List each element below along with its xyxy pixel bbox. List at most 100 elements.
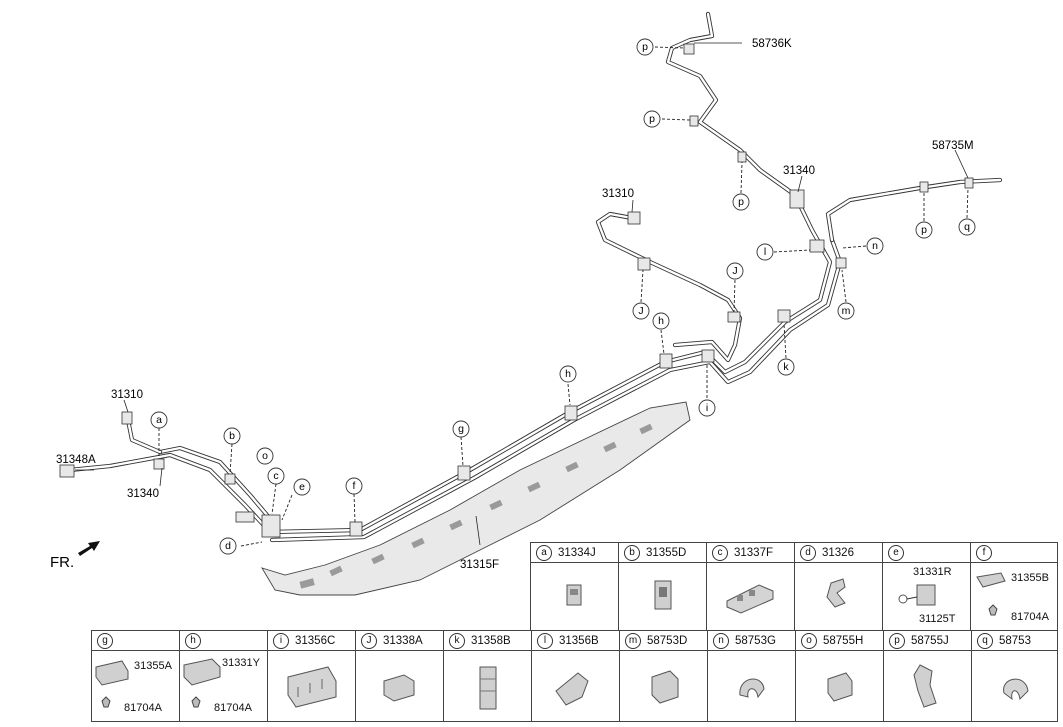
legend-part-number: 31356B <box>559 634 599 647</box>
svg-text:p: p <box>649 113 655 125</box>
callouts: a b o c e d f g h h i J J k l n m p p p … <box>150 38 976 555</box>
callout-o: o <box>256 447 274 465</box>
part-label-31310-mid: 31310 <box>602 188 634 200</box>
svg-text:k: k <box>783 361 789 373</box>
callout-p-3: p <box>732 193 750 211</box>
legend-letter: f <box>976 544 992 561</box>
clip-31331Y-icon <box>183 658 221 708</box>
legend-part-number: 58753 <box>999 634 1031 647</box>
legend-cell-g[interactable]: g 31355A 81704A <box>91 630 180 722</box>
clip-31356B-icon <box>555 672 589 706</box>
svg-text:J: J <box>638 305 643 317</box>
clip-31355A-icon <box>95 660 129 708</box>
fuel-tube-bundle <box>67 11 1003 543</box>
legend-letter: l <box>537 632 553 649</box>
svg-text:J: J <box>732 265 737 277</box>
svg-text:b: b <box>229 430 235 442</box>
legend-cell-l[interactable]: l 31356B <box>531 630 620 722</box>
legend-letter: d <box>800 544 816 561</box>
svg-text:p: p <box>921 224 927 236</box>
part-label-58735M: 58735M <box>932 140 974 152</box>
legend-sub-part-1: 31331R <box>913 566 952 578</box>
callout-b: b <box>223 427 241 445</box>
clip-58753-icon <box>1003 678 1029 701</box>
callout-J-2: J <box>726 262 744 280</box>
legend-part-number: 58755J <box>911 634 949 647</box>
clip-31355D-icon <box>654 580 672 610</box>
part-label-31310-left: 31310 <box>111 389 143 401</box>
front-arrow-icon <box>78 541 100 556</box>
legend-cell-e[interactable]: e 31331R 31125T <box>882 542 971 631</box>
legend-sub-part-1: 31355A <box>134 660 172 672</box>
legend-sub-part-1: 31355B <box>1011 572 1049 584</box>
part-label-31348A: 31348A <box>56 454 96 466</box>
svg-text:i: i <box>706 402 708 414</box>
clip-31358B-icon <box>479 666 497 710</box>
callout-l: l <box>756 243 774 261</box>
legend-part-number: 31355D <box>646 546 687 559</box>
clip-31326-icon <box>826 578 846 608</box>
callout-e: e <box>293 478 311 496</box>
clip-31334J-icon <box>566 584 582 606</box>
clip-31355B-icon <box>976 572 1006 616</box>
clip-31356C-icon <box>287 666 337 708</box>
svg-text:f: f <box>353 480 356 492</box>
legend-letter: J <box>361 632 377 649</box>
callout-h-1: h <box>559 365 577 383</box>
callout-h-2: h <box>652 312 670 330</box>
callout-m: m <box>837 302 855 320</box>
svg-text:p: p <box>738 196 744 208</box>
legend-cell-k[interactable]: k 31358B <box>443 630 532 722</box>
legend-part-number: 58753G <box>735 634 776 647</box>
callout-q: q <box>958 218 976 236</box>
clip-58753D-icon <box>651 670 679 704</box>
legend-cell-h[interactable]: h 31331Y 81704A <box>179 630 268 722</box>
legend-cell-f[interactable]: f 31355B 81704A <box>970 542 1058 631</box>
svg-text:m: m <box>842 305 851 317</box>
legend-sub-part-2: 81704A <box>214 702 252 714</box>
svg-text:n: n <box>872 240 878 252</box>
svg-text:h: h <box>658 315 664 327</box>
callout-n: n <box>866 237 884 255</box>
svg-text:c: c <box>273 470 278 482</box>
legend-part-number: 31334J <box>558 546 596 559</box>
callout-c: c <box>267 467 285 485</box>
legend-letter: c <box>712 544 728 561</box>
legend-part-number: 31326 <box>822 546 854 559</box>
callout-a: a <box>150 411 168 429</box>
callout-p-2: p <box>643 110 661 128</box>
tube-clips <box>59 43 974 538</box>
clip-31331R-icon <box>898 584 936 606</box>
callout-i: i <box>698 399 716 417</box>
callout-J-1: J <box>632 302 650 320</box>
clip-31337F-icon <box>726 584 774 614</box>
heat-shield-slots <box>299 423 653 589</box>
part-label-31340-left: 31340 <box>127 488 159 500</box>
legend-sub-part-1: 31331Y <box>222 657 260 669</box>
svg-text:l: l <box>764 246 766 258</box>
part-label-31340-top: 31340 <box>783 165 815 177</box>
svg-text:e: e <box>299 481 305 493</box>
part-label-31315F: 31315F <box>460 559 499 571</box>
legend-letter: m <box>625 632 641 649</box>
legend-letter: k <box>449 632 465 649</box>
svg-text:o: o <box>262 450 268 462</box>
heat-shield-31315F <box>261 401 691 596</box>
callout-g: g <box>452 420 470 438</box>
legend-part-number: 58755H <box>823 634 864 647</box>
legend-letter: h <box>185 632 201 649</box>
legend-cell-d[interactable]: d 31326 <box>794 542 883 631</box>
legend-part-number: 31358B <box>471 634 511 647</box>
callout-f: f <box>345 477 363 495</box>
